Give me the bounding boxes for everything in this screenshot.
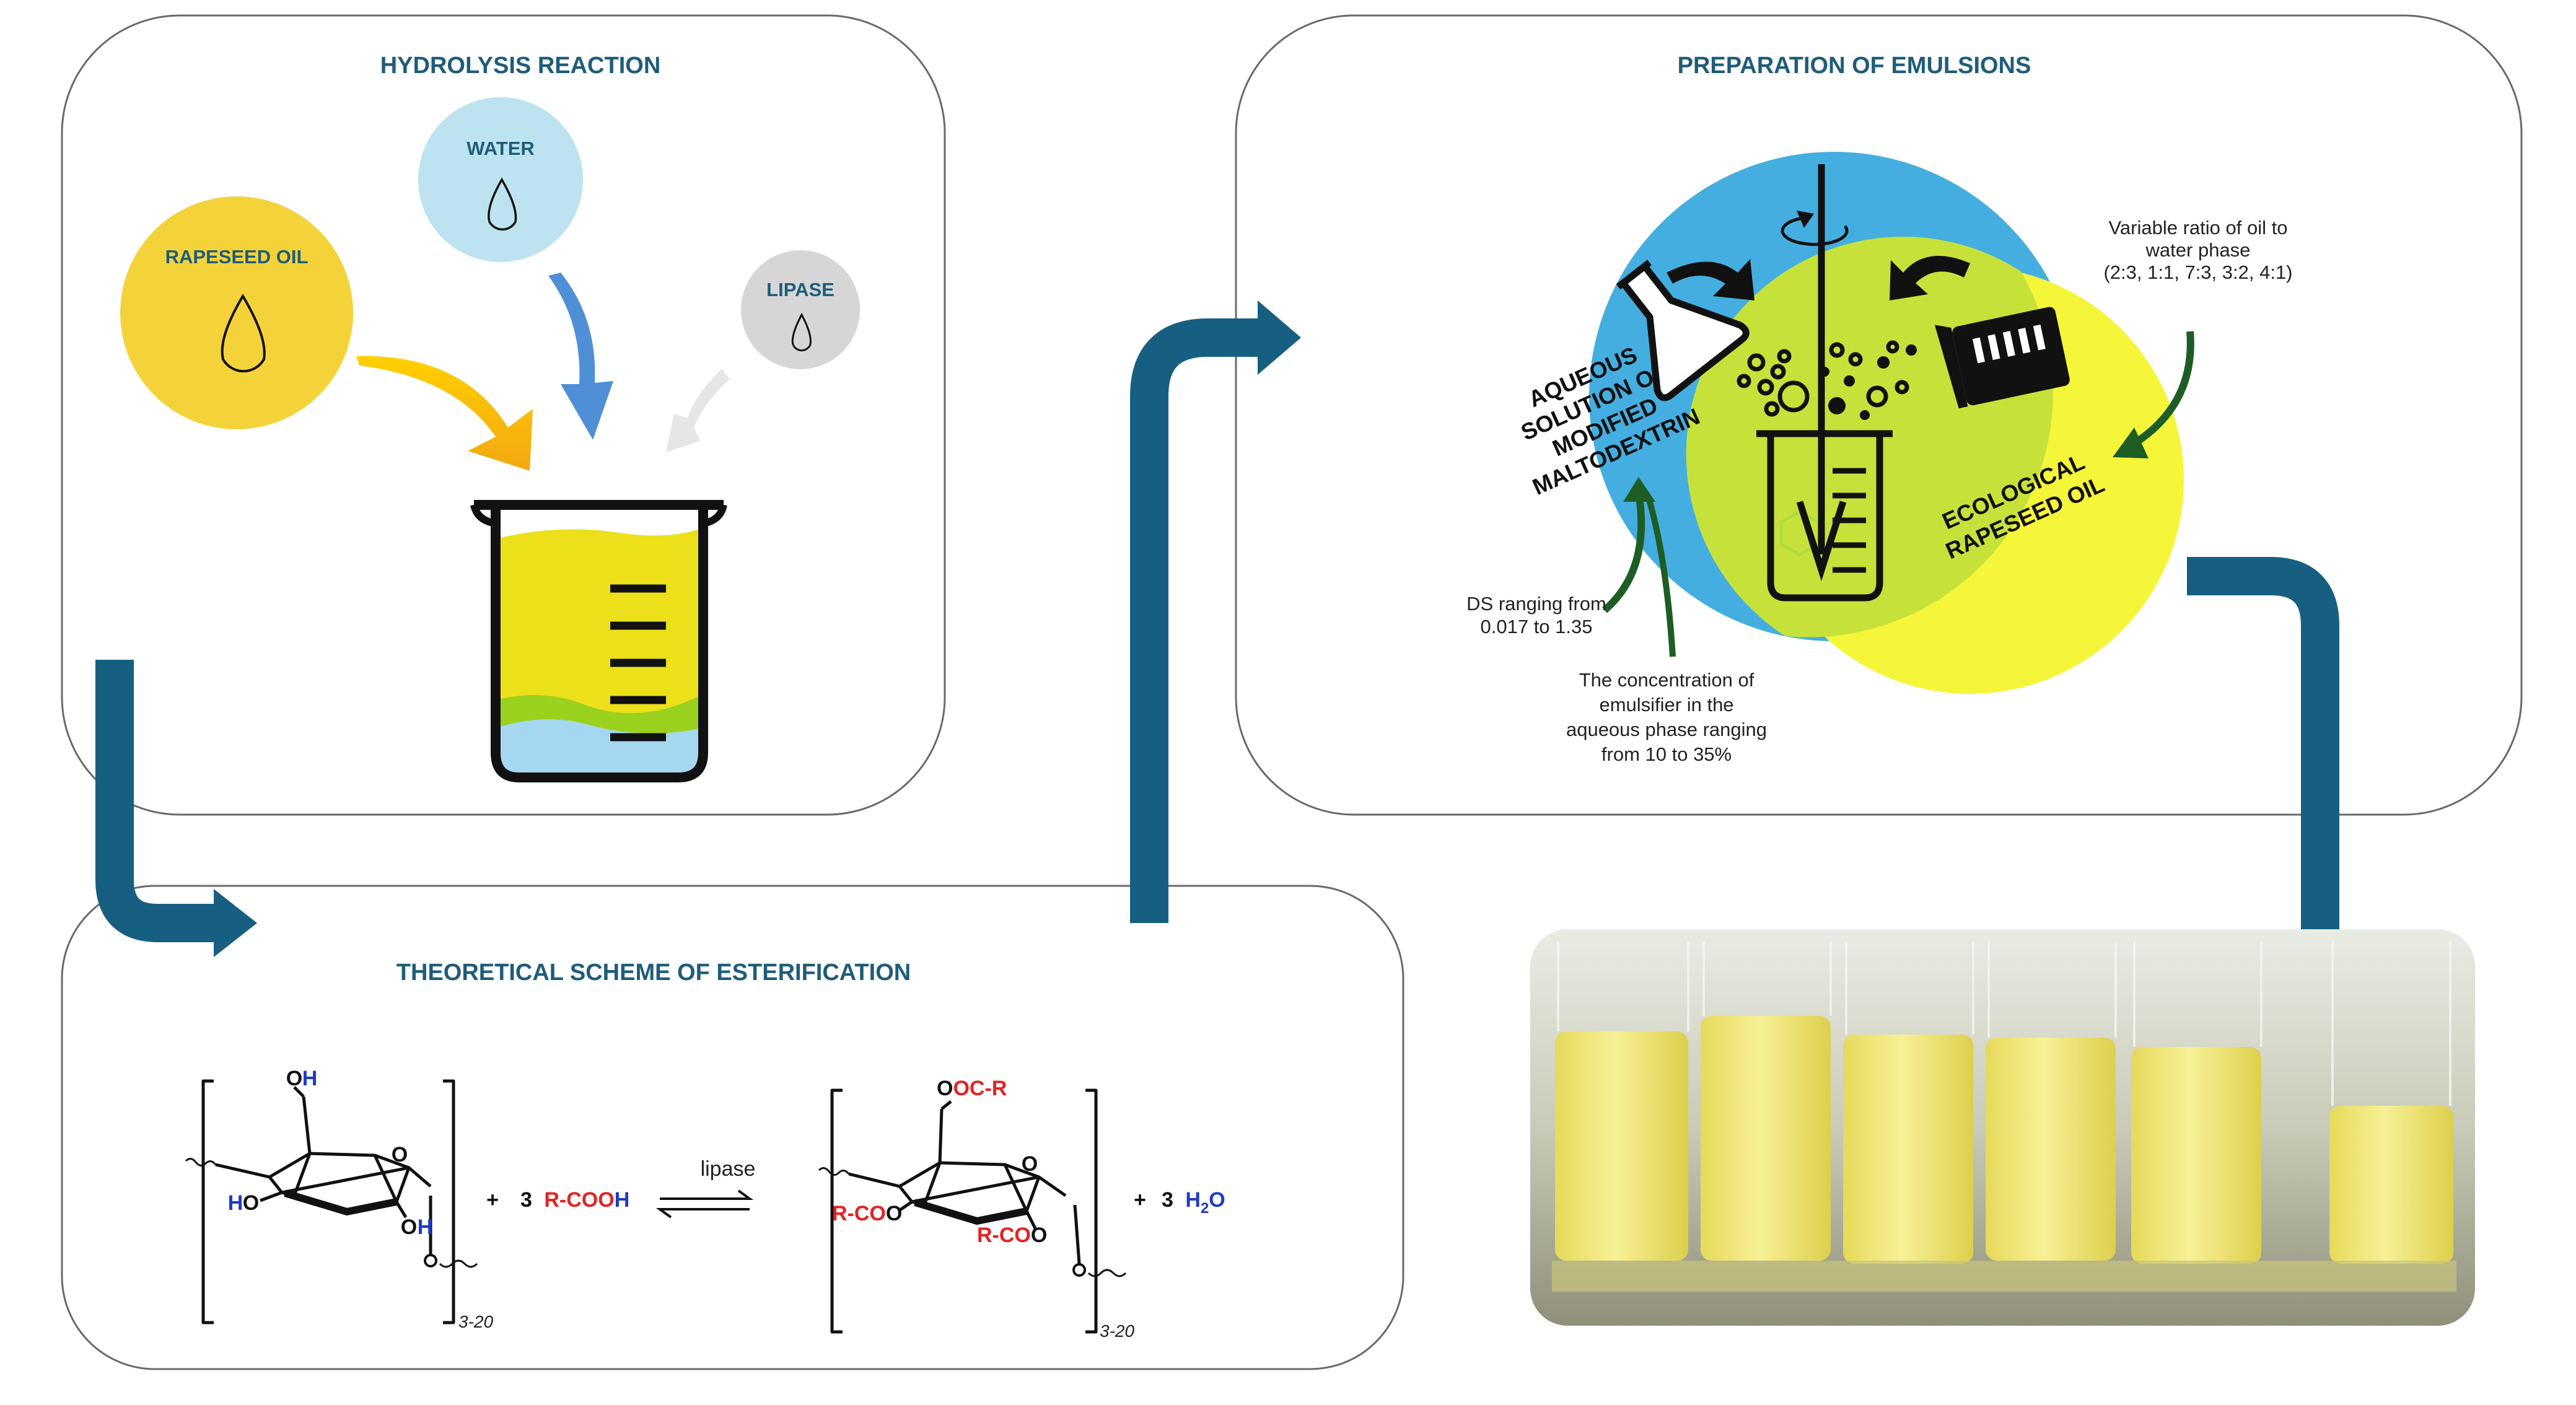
reagent-o: O [598,1188,614,1212]
note-ratio-line2: water phase [2145,239,2251,261]
emulsion-vials [1552,1016,2456,1292]
right-ooc: OOC-R [937,1077,1007,1100]
note-concentration-line1: The concentration of [1579,669,1755,691]
left-oh-o: O [286,1067,302,1090]
esterified-molecule [818,1088,1127,1334]
oil-arrow [356,356,533,471]
right-subscript: 3-20 [1100,1321,1134,1341]
right-rcoo-2: R-COO [977,1223,1047,1247]
bubbles-icon [1737,340,1909,417]
hydrolysis-title: HYDROLYSIS REACTION [380,53,661,79]
equilibrium-arrows [655,1189,754,1219]
oil-bottle-icon [1934,307,2070,409]
note-ratio-line3: (2:3, 1:1, 7:3, 3:2, 4:1) [2103,261,2292,283]
water-2: 2 [1201,1200,1209,1217]
right-rcoo2-r: R-CO [977,1223,1031,1247]
right-ring-o: O [1022,1152,1038,1176]
right-rcoo1-o: O [886,1202,902,1225]
emulsions-photo [1530,929,2475,1326]
flow-arrow-2 [1130,318,1264,923]
catalyst-label: lipase [701,1157,756,1181]
pour-arrow-left [1667,259,1755,300]
right-rcoo1-r: R-CO [832,1202,886,1225]
left-ho-h: H [228,1191,243,1215]
right-ooc-o: O [937,1077,953,1100]
right-rcoo-1: R-COO [832,1202,902,1225]
pour-arrow-right [1890,256,1970,300]
left-ho-o: O [243,1191,259,1215]
ds-arrow-head [1623,477,1655,502]
oil-drop-icon [221,294,266,373]
note-concentration-line2: emulsifier in the [1599,694,1733,716]
esterification-panel [61,885,1404,1370]
flow-arrow-2-head [1258,300,1301,375]
right-rcoo2-o: O [1031,1223,1047,1247]
flow-arrow-1 [95,660,220,942]
note-ds-line2: 0.017 to 1.35 [1481,616,1593,637]
plus-sign-2: + [1134,1188,1146,1212]
left-oh2-o: O [401,1215,417,1239]
stirrer-icon [1781,164,1849,582]
left-ring-o: O [392,1143,408,1166]
lipase-drop-icon [791,312,812,352]
esterification-title: THEORETICAL SCHEME OF ESTERIFICATION [396,960,911,986]
ds-arrow [1602,492,1645,613]
flow-arrow-3 [2187,557,2339,954]
water-h: H [1185,1188,1201,1212]
water-drop-icon [488,177,517,231]
maltodextrin-molecule [185,1079,478,1324]
flow-arrow-1-head [214,889,257,957]
water-o: O [1209,1188,1225,1212]
note-ratio-line1: Variable ratio of oil to [2109,217,2288,239]
left-subscript: 3-20 [458,1312,493,1331]
lipase-label: LIPASE [766,279,835,300]
reagent: 3 R-COOH [520,1188,629,1212]
reagent-h: H [615,1188,630,1212]
concentration-arrow [1645,494,1676,657]
water-arrow [548,273,613,440]
water-coeff: 3 [1162,1188,1173,1212]
lipase-arrow [666,369,730,452]
right-ooc-r: OC-R [953,1077,1007,1100]
reagent-coeff: 3 [520,1188,532,1212]
emulsions-title: PREPARATION OF EMULSIONS [1678,53,2031,79]
rapeseed-oil-circle [120,196,353,429]
beaker-icon [470,500,727,782]
water-product: 3 H2O [1162,1188,1225,1217]
flask-icon [1616,260,1750,401]
reagent-rcoo: R-CO [544,1188,598,1212]
rapeseed-oil-label: RAPESEED OIL [165,246,309,268]
left-oh-h: H [302,1067,318,1090]
left-oh2-h: H [418,1215,433,1239]
note-concentration-line4: from 10 to 35% [1601,743,1732,765]
lipase-circle [741,250,860,369]
water-label: WATER [467,138,535,159]
ratio-arrow [2123,331,2194,453]
note-concentration-line3: aqueous phase ranging [1566,719,1767,740]
note-ds-line1: DS ranging from [1466,593,1606,615]
plus-sign-1: + [486,1188,499,1212]
ratio-arrow-head [2113,427,2149,458]
